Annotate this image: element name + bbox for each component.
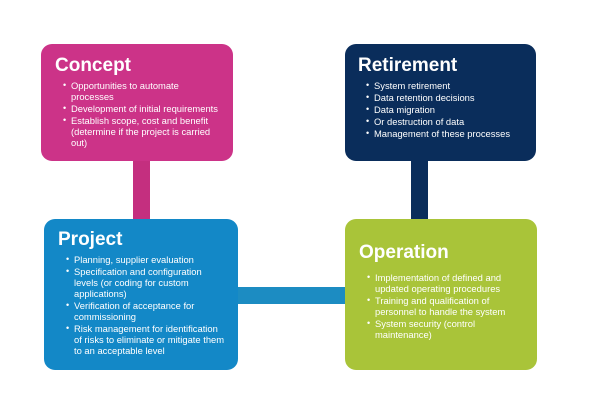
project-item: Planning, supplier evaluation bbox=[66, 254, 226, 265]
project-item: Verification of acceptance for commissio… bbox=[66, 300, 226, 322]
project-box: Project Planning, supplier evaluation Sp… bbox=[44, 219, 238, 370]
project-item: Specification and configuration levels (… bbox=[66, 266, 226, 299]
project-title: Project bbox=[58, 229, 123, 250]
operation-item: Training and qualification of personnel … bbox=[367, 295, 525, 317]
concept-item: Development of initial requirements bbox=[63, 103, 221, 114]
operation-title: Operation bbox=[359, 242, 449, 263]
retirement-item: Data migration bbox=[366, 104, 524, 115]
concept-title: Concept bbox=[55, 55, 131, 76]
project-list: Planning, supplier evaluation Specificat… bbox=[58, 254, 226, 356]
retirement-item: System retirement bbox=[366, 80, 524, 91]
retirement-box: Retirement System retirement Data retent… bbox=[345, 44, 536, 161]
retirement-list: System retirement Data retention decisio… bbox=[358, 80, 524, 139]
concept-project-connector bbox=[133, 157, 150, 225]
concept-box: Concept Opportunities to automate proces… bbox=[41, 44, 233, 161]
concept-item: Opportunities to automate processes bbox=[63, 80, 221, 102]
concept-item: Establish scope, cost and benefit (deter… bbox=[63, 115, 221, 148]
project-operation-connector bbox=[232, 287, 354, 304]
retirement-item: Or destruction of data bbox=[366, 116, 524, 127]
operation-box: Operation Implementation of defined and … bbox=[345, 219, 537, 370]
concept-list: Opportunities to automate processes Deve… bbox=[55, 80, 221, 148]
retirement-operation-connector bbox=[411, 157, 428, 225]
operation-item: Implementation of defined and updated op… bbox=[367, 272, 525, 294]
operation-item: System security (control maintenance) bbox=[367, 318, 525, 340]
retirement-item: Management of these processes bbox=[366, 128, 524, 139]
retirement-item: Data retention decisions bbox=[366, 92, 524, 103]
operation-list: Implementation of defined and updated op… bbox=[359, 272, 525, 340]
project-item: Risk management for identification of ri… bbox=[66, 323, 226, 356]
retirement-title: Retirement bbox=[358, 55, 458, 76]
